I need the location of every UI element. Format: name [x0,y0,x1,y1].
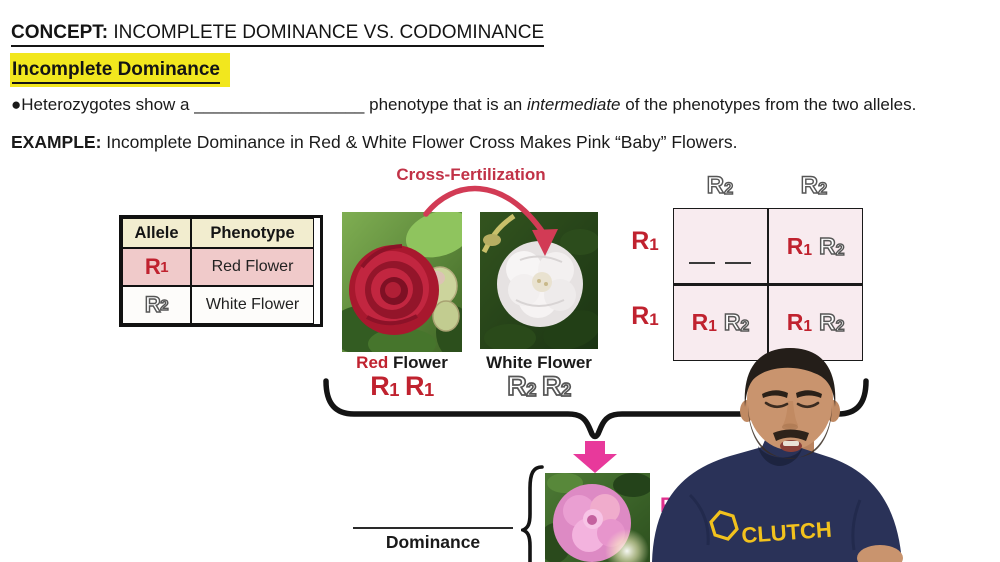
punnett-row-header-1: R1 [631,227,659,255]
dominance-fill-blank [353,527,513,529]
red-flower-image [342,212,462,352]
table-cell-white-phenotype: White Flower [191,286,314,324]
presenter-hand [857,545,903,562]
cross-fertilization-label: Cross-Fertilization [396,165,546,184]
section-heading-highlight: Incomplete Dominance [10,53,230,87]
definition-bullet: ●Heterozygotes show a __________________… [11,95,916,115]
hexagon-logo-icon [709,510,739,541]
bullet-tail-text: of the phenotypes from the two alleles. [620,95,917,114]
blank-underscores [684,243,756,270]
concept-line: CONCEPT: INCOMPLETE DOMINANCE VS. CODOMI… [11,22,545,47]
presenter-person: CLUTCH [652,348,903,562]
concept-label: CONCEPT: [11,22,109,43]
cross-fertilization-arrow-icon [423,185,558,256]
presenter-face [747,348,833,450]
section-heading: Incomplete Dominance [12,59,220,84]
fill-in-blank: __________________ [194,95,365,114]
pink-flower-image [545,473,650,562]
presenter-hair [744,348,836,407]
presenter-mustache [773,429,809,441]
punnett-row-header-2: R1 [631,302,659,330]
presenter-eye [764,401,789,409]
dominance-label: Dominance [385,532,481,552]
bullet-icon: ● [11,95,22,114]
presenter-eye [796,401,820,409]
example-text: Incomplete Dominance in Red & White Flow… [101,132,738,152]
red-flower-caption: Red Flower [342,353,462,373]
result-brace [521,465,544,562]
red-word: Red [356,353,389,372]
white-flower-caption: White Flower [486,353,592,372]
concept-title: INCOMPLETE DOMINANCE VS. CODOMINANCE [108,22,545,43]
punnett-cell-blank [674,209,767,284]
punnett-col-header-1: R2 [706,171,734,199]
example-line: EXAMPLE: Incomplete Dominance in Red & W… [11,132,738,153]
bullet-emphasis-text: intermediate [526,95,621,114]
table-cell-red-phenotype: Red Flower [191,248,314,286]
example-label: EXAMPLE: [11,132,102,152]
table-header-phenotype: Phenotype [191,218,314,248]
punnett-col-header-2: R2 [800,171,828,199]
down-arrow-icon [573,441,617,473]
table-header-allele: Allele [122,218,191,248]
bullet-mid-text: phenotype that is an [364,95,527,114]
bullet-lead-text: Heterozygotes show a [21,95,195,114]
flower-word: Flower [388,353,448,372]
